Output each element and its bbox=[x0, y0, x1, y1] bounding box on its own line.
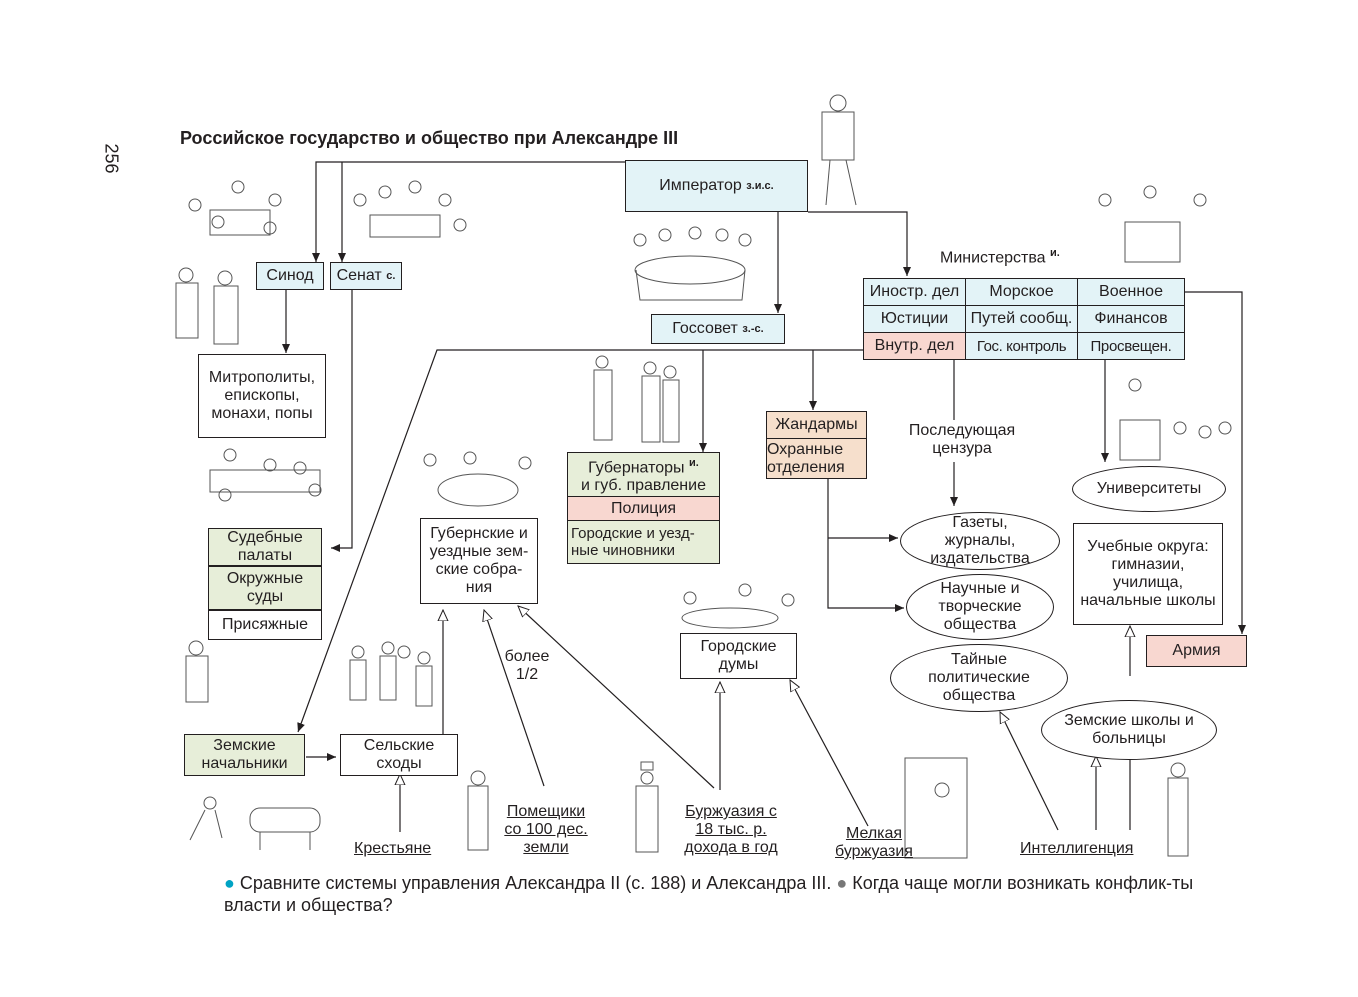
clergy-figures-icon bbox=[175, 267, 239, 345]
court-session-icon bbox=[209, 448, 322, 502]
emperor-figure-icon bbox=[821, 94, 857, 206]
courts-stack: Судебные палаты Окружные суды Присяжные bbox=[208, 528, 322, 640]
emperor-label: Император bbox=[659, 177, 742, 194]
zemsky-chiefs-box: Земские начальники bbox=[184, 734, 305, 776]
zemstvo-assemblies-label: Губернские и уездные зем-ские собра-ния bbox=[429, 525, 529, 596]
synod-meeting-icon bbox=[188, 180, 282, 236]
diagram-title: Российское государство и общество при Ал… bbox=[180, 128, 679, 148]
petty-bourgeoisie-label: Мелкая буржуазия bbox=[835, 825, 913, 860]
zemstvo-assemblies-box: Губернские и уездные зем-ские собра-ния bbox=[420, 518, 538, 604]
senate-mark: с. bbox=[386, 270, 396, 282]
city-officials: Городские и уезд-ные чиновники bbox=[568, 521, 719, 563]
clergy-box: Митрополиты, епископы, монахи, попы bbox=[198, 354, 326, 438]
censorship-label: Последующая цензура bbox=[908, 422, 1016, 457]
village-assemblies-box: Сельские сходы bbox=[340, 734, 458, 776]
ministry-navy: Морское bbox=[966, 279, 1078, 306]
merchant-shop-icon bbox=[904, 757, 968, 859]
jury: Присяжные bbox=[208, 610, 322, 640]
official-figure-icon bbox=[185, 640, 209, 703]
city-duma-icon bbox=[681, 583, 795, 629]
landowner-figure-icon bbox=[467, 770, 489, 851]
army-box: Армия bbox=[1146, 635, 1247, 667]
synod-label: Синод bbox=[266, 267, 314, 284]
city-dumas-box: Городские думы bbox=[680, 633, 797, 679]
zemstvo-schools-ellipse: Земские школы и больницы bbox=[1041, 700, 1217, 760]
gendarmes-stack: Жандармы Охранные отделения bbox=[766, 411, 867, 479]
ministry-meeting-icon bbox=[1098, 185, 1207, 263]
district-courts: Окружные суды bbox=[208, 566, 322, 610]
ministry-state-control: Гос. контроль bbox=[966, 333, 1078, 359]
senate-meeting-icon bbox=[353, 180, 467, 238]
ministry-foreign: Иностр. дел bbox=[864, 279, 966, 306]
gendarmes: Жандармы bbox=[767, 412, 866, 439]
ministries-table: Иностр. дел Морское Военное Юстиции Путе… bbox=[863, 278, 1185, 360]
emperor-box: Император з.и.с. bbox=[625, 160, 808, 212]
gossovet-label: Госсовет bbox=[672, 320, 738, 337]
school-districts-box: Учебные округа: гимназии, училища, начал… bbox=[1073, 523, 1223, 625]
emperor-mark: з.и.с. bbox=[746, 180, 774, 192]
secret-societies-ellipse: Тайные политические общества bbox=[890, 644, 1068, 712]
question-1: Сравните системы управления Александра I… bbox=[239, 873, 832, 893]
senate-label: Сенат bbox=[336, 267, 382, 284]
newspapers-ellipse: Газеты, журналы, издательства bbox=[900, 512, 1060, 570]
ministry-railways: Путей сообщ. bbox=[966, 306, 1078, 333]
ministry-justice: Юстиции bbox=[864, 306, 966, 333]
universities-ellipse: Университеты bbox=[1072, 466, 1226, 512]
gossovet-box: Госсовет з.-с. bbox=[651, 314, 785, 344]
ministry-education: Просвещен. bbox=[1078, 333, 1184, 359]
plowing-peasant-icon bbox=[189, 796, 321, 850]
ministries-label: Министерства и. bbox=[940, 247, 1060, 267]
scientific-ellipse: Научные и творческие общества bbox=[906, 574, 1054, 640]
zemstvo-meeting-icon bbox=[423, 451, 532, 507]
ministry-interior: Внутр. дел bbox=[864, 333, 966, 359]
question-2: Когда чаще могли возникать конфлик-ты вл… bbox=[224, 873, 1194, 915]
police: Полиция bbox=[568, 497, 719, 521]
bullet-icon: ● bbox=[224, 873, 235, 893]
peasants-label: Крестьяне bbox=[354, 840, 432, 857]
ministry-war: Военное bbox=[1078, 279, 1184, 306]
synod-box: Синод bbox=[256, 262, 324, 290]
landowners-label: Помещики со 100 дес. земли bbox=[504, 803, 588, 856]
bourgeois-figure-icon bbox=[635, 761, 659, 853]
gossovet-mark: з.-с. bbox=[742, 323, 764, 335]
court-chambers: Судебные палаты bbox=[208, 528, 322, 566]
peasants-group-icon bbox=[349, 641, 433, 707]
ministry-finance: Финансов bbox=[1078, 306, 1184, 333]
intelligentsia-label: Интеллигенция bbox=[1020, 840, 1134, 857]
governors-stack: Губернаторы и. и губ. правление Полиция … bbox=[567, 452, 720, 564]
okhrana: Охранные отделения bbox=[767, 439, 866, 478]
university-lecture-icon bbox=[1119, 378, 1232, 461]
questions: ● Сравните системы управления Александра… bbox=[224, 872, 1254, 916]
senate-box: Сенат с. bbox=[330, 262, 402, 290]
intellectual-figure-icon bbox=[1167, 762, 1189, 857]
gossovet-meeting-icon bbox=[633, 226, 752, 301]
more-half-label: более 1/2 bbox=[504, 648, 550, 683]
bourgeoisie-label: Буржуазия с 18 тыс. р. дохода в год bbox=[684, 803, 778, 856]
bullet-icon: ● bbox=[836, 873, 848, 893]
governor-figures-icon bbox=[593, 355, 680, 443]
governors: Губернаторы и. и губ. правление bbox=[568, 453, 719, 497]
clergy-label: Митрополиты, епископы, монахи, попы bbox=[208, 369, 316, 422]
